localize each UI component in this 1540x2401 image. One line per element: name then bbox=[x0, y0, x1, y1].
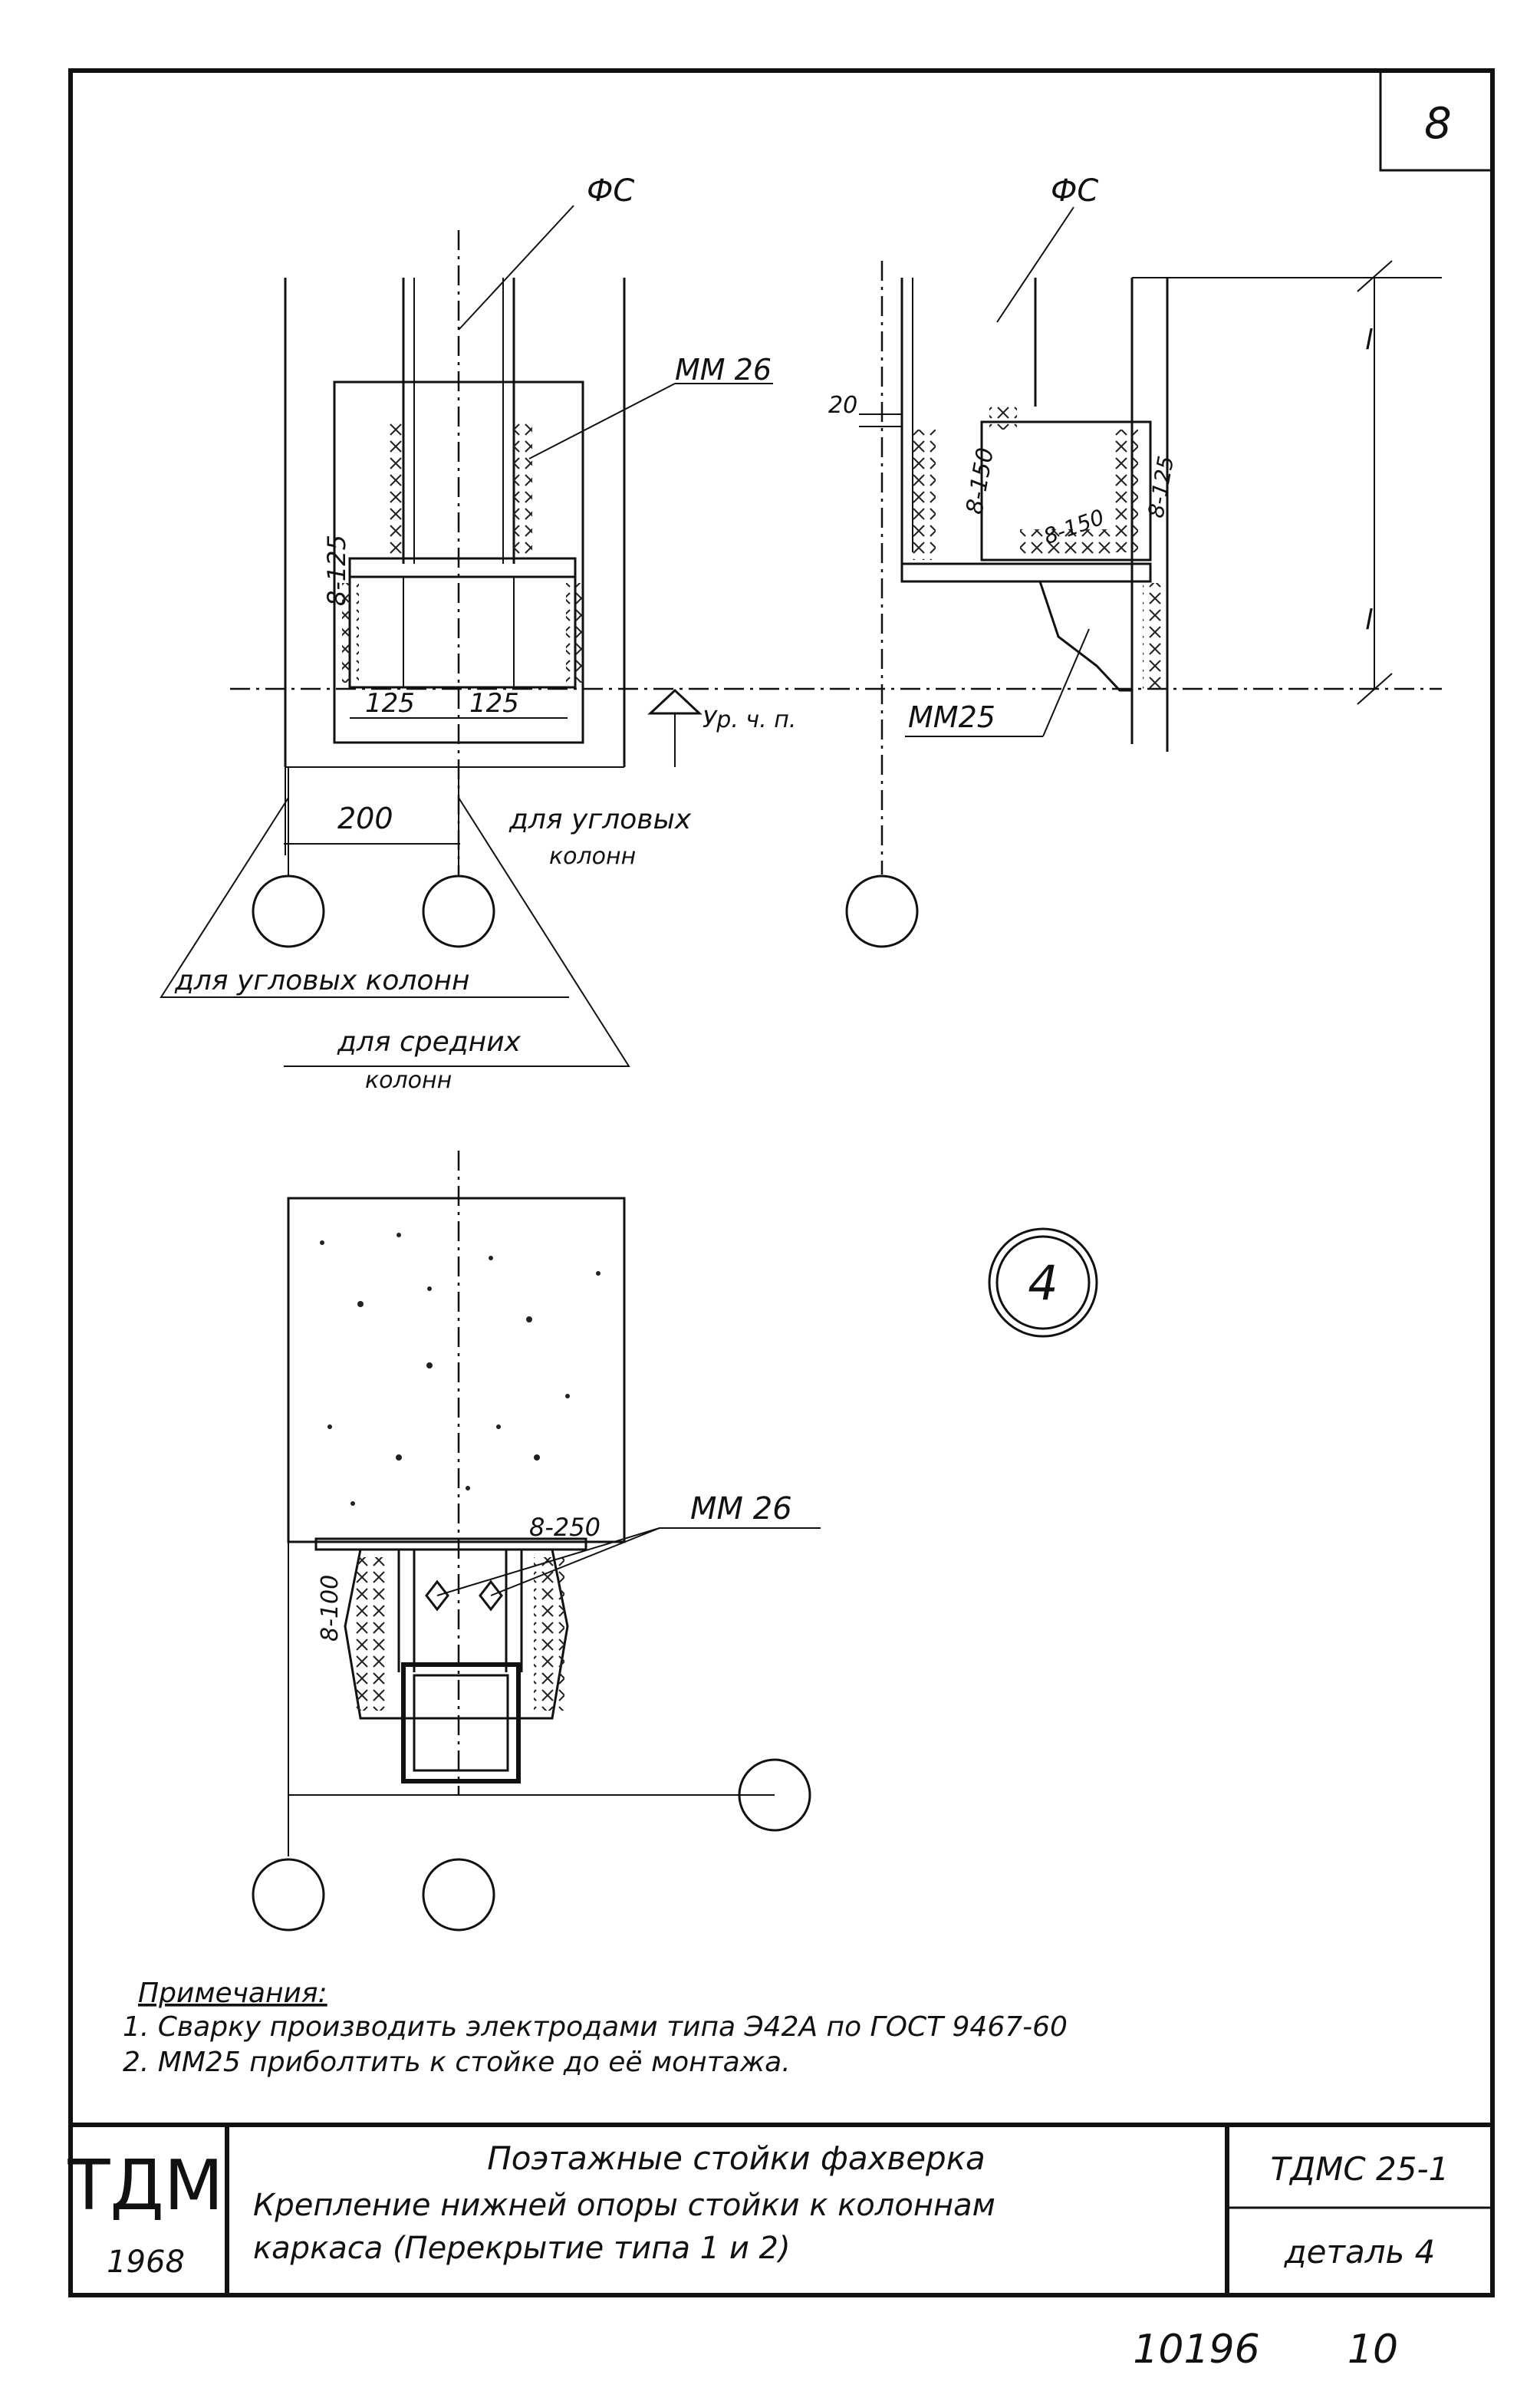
title-line-1: Поэтажные стойки фахверка bbox=[487, 2139, 986, 2177]
fc-left-label: ФС bbox=[587, 173, 634, 209]
weld-8-150-a: 8-150 bbox=[961, 446, 999, 516]
level-mark-label: Ур. ч. п. bbox=[703, 706, 796, 733]
view-front-elevation bbox=[160, 205, 1442, 1067]
dim-125-right: 125 bbox=[469, 688, 519, 719]
mm25-label: ММ25 bbox=[908, 700, 995, 734]
drawing-code: ТДМС 25-1 bbox=[1271, 2150, 1450, 2188]
weld-8-100: 8-100 bbox=[317, 1575, 344, 1642]
middle-columns-1: для средних bbox=[337, 1026, 522, 1058]
weld-8-250: 8-250 bbox=[529, 1513, 601, 1542]
corner-columns-label: для угловых колонн bbox=[174, 965, 470, 996]
view-plan bbox=[252, 1151, 821, 1932]
sheet-frame bbox=[68, 68, 1495, 2297]
dim-l-top: l bbox=[1365, 324, 1373, 356]
corner-columns-short-1: для угловых bbox=[508, 804, 692, 835]
fc-right-label: ФС bbox=[1051, 173, 1098, 209]
sheet-number: 8 bbox=[1424, 99, 1452, 149]
note-2: 2. ММ25 приболтить к стойке до её монтаж… bbox=[123, 2047, 791, 2078]
mm26-top-label: ММ 26 bbox=[675, 353, 772, 387]
notes-heading: Примечания: bbox=[138, 1978, 327, 2009]
dim-20: 20 bbox=[828, 392, 857, 419]
mm26-bottom-label: ММ 26 bbox=[690, 1491, 792, 1527]
sheet-number-box bbox=[1379, 69, 1494, 172]
detail-number: 4 bbox=[1028, 1255, 1058, 1311]
view-side-section bbox=[845, 206, 1442, 948]
corner-columns-short-2: колонн bbox=[549, 843, 636, 870]
weld-8-125-b: 8-125 bbox=[1143, 454, 1180, 520]
detail-marker bbox=[988, 1227, 1098, 1338]
org-logo: ТДМ bbox=[67, 2146, 224, 2226]
detail-label: деталь 4 bbox=[1284, 2233, 1436, 2271]
note-1: 1. Сварку производить электродами типа Э… bbox=[123, 2011, 1068, 2043]
title-line-3: каркаса (Перекрытие типа 1 и 2) bbox=[253, 2231, 791, 2266]
title-line-2: Крепление нижней опоры стойки к колоннам bbox=[253, 2188, 995, 2223]
title-block bbox=[71, 2123, 1492, 2295]
dim-200: 200 bbox=[337, 802, 393, 835]
dim-125-left: 125 bbox=[365, 688, 415, 719]
inventory-number: 10196 bbox=[1133, 2327, 1259, 2373]
middle-columns-2: колонн bbox=[365, 1067, 452, 1094]
dim-l-bottom: l bbox=[1365, 604, 1373, 636]
year: 1968 bbox=[107, 2245, 185, 2280]
page-number: 10 bbox=[1348, 2327, 1398, 2373]
weld-8-125-label: 8-125 bbox=[322, 535, 351, 606]
